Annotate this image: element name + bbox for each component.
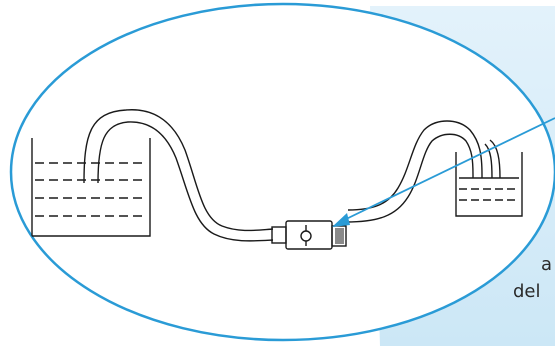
left-vessel	[31, 138, 151, 237]
right-vessel	[455, 152, 523, 217]
highlight-ellipse	[9, 2, 555, 342]
caption-fragment: a	[541, 254, 553, 275]
pointer-arrow	[332, 117, 555, 227]
caption-fragment: del	[513, 281, 541, 302]
